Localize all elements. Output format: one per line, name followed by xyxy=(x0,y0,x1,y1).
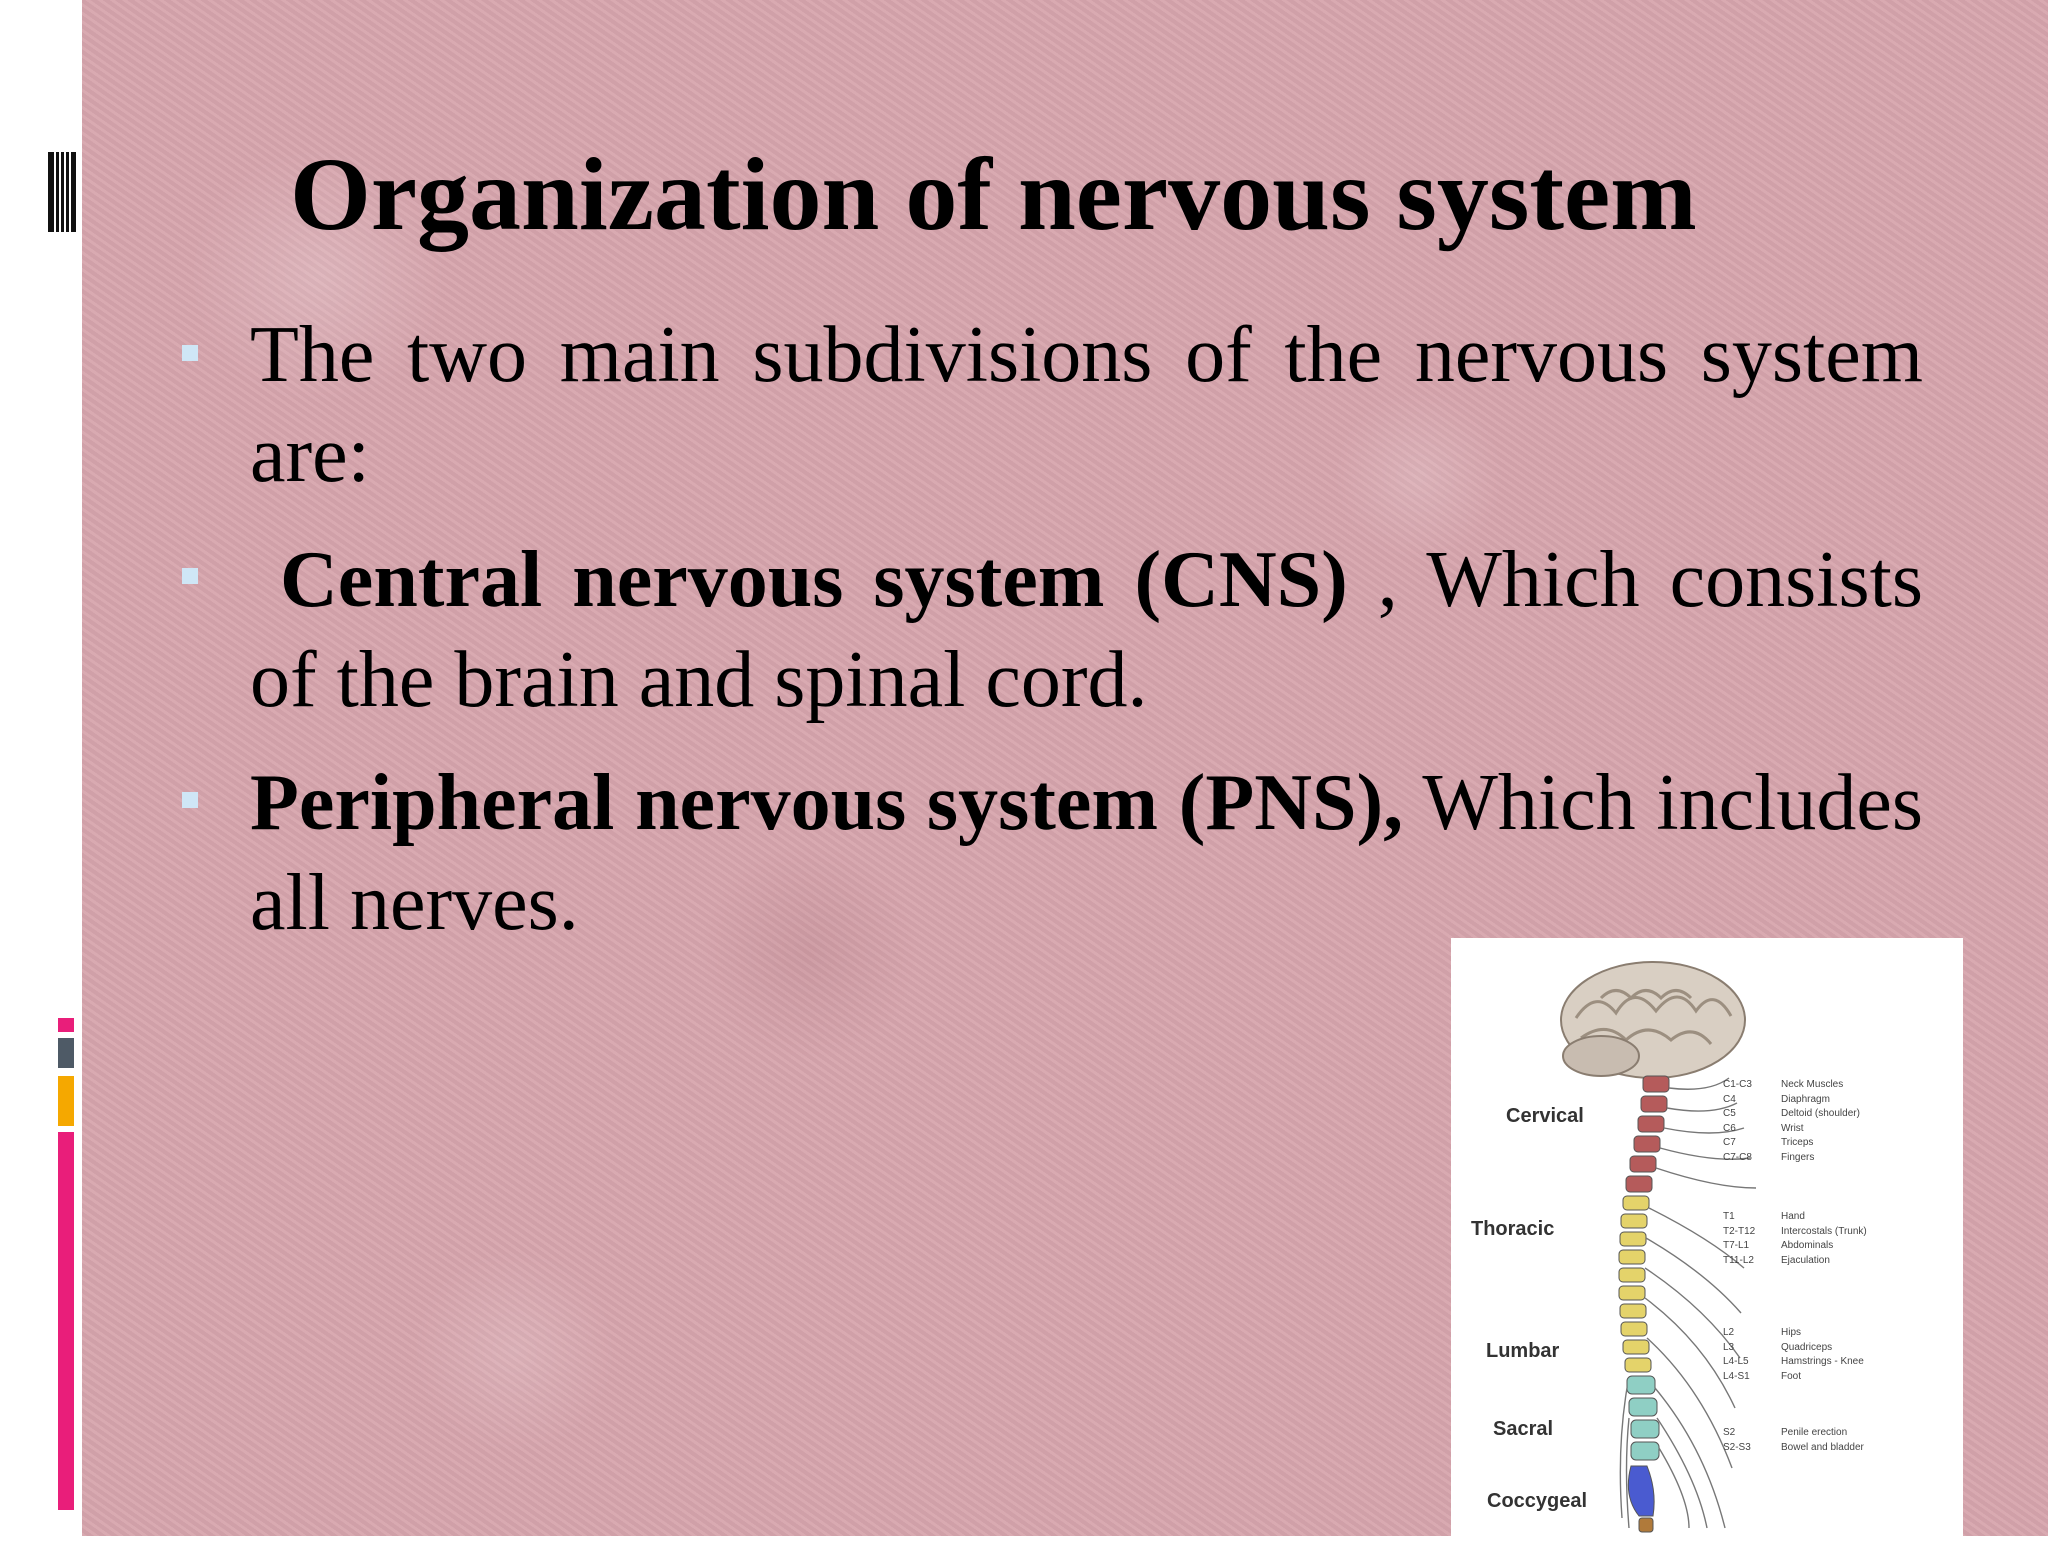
deco-stripe xyxy=(66,152,69,232)
bullet-marker xyxy=(182,345,198,361)
bullet-item-cns: Central nervous system (CNS) , Which con… xyxy=(250,530,1923,730)
slide-title: Organization of nervous system xyxy=(290,137,1697,252)
bullet-marker xyxy=(182,568,198,584)
accent-bar-slate xyxy=(58,1038,74,1068)
thoracic-levels: T1 T2-T12 T7-L1 T11-L2 xyxy=(1723,1211,1756,1266)
accent-bar-pink-small xyxy=(58,1018,74,1032)
cervical-functions: Neck Muscles Diaphragm Deltoid (shoulder… xyxy=(1781,1079,1860,1163)
deco-stripe xyxy=(71,152,76,232)
bullet-text: The two main subdivisions of the nervous… xyxy=(250,311,1923,499)
deco-stripe xyxy=(61,152,64,232)
region-label-coccygeal: Coccygeal xyxy=(1487,1490,1588,1512)
bullet-text: , Which consists of the brain and spinal… xyxy=(250,536,1924,724)
region-label-lumbar: Lumbar xyxy=(1486,1340,1560,1362)
bullet-marker xyxy=(182,792,198,808)
region-label-sacral: Sacral xyxy=(1493,1418,1554,1440)
bullet-bold-term: Central nervous system (CNS) xyxy=(280,536,1348,624)
bullet-text: Which includes all nerves. xyxy=(250,759,1924,947)
cervical-levels: C1-C3 C4 C5 C6 C7 C7-C8 xyxy=(1723,1079,1752,1163)
bullet-item-subdivisions: The two main subdivisions of the nervous… xyxy=(250,305,1923,505)
vertebrae xyxy=(1618,1075,1670,1533)
region-label-cervical: Cervical xyxy=(1506,1105,1584,1127)
spinal-cord-figure: Cervical Thoracic Lumbar Sacral Coccygea… xyxy=(1451,938,1963,1536)
bullet-item-pns: Peripheral nervous system (PNS), Which i… xyxy=(250,753,1923,953)
deco-stripe xyxy=(56,152,59,232)
thoracic-functions: Hand Intercostals (Trunk) Abdominals Eja… xyxy=(1781,1211,1867,1266)
slide-canvas xyxy=(82,0,2048,1536)
deco-stripe xyxy=(48,152,54,232)
region-label-thoracic: Thoracic xyxy=(1471,1218,1555,1240)
sacral-functions: Penile erection Bowel and bladder xyxy=(1781,1427,1864,1453)
lumbar-levels: L2 L3 L4-L5 L4-S1 xyxy=(1723,1327,1750,1382)
nerve-lines xyxy=(1619,1077,1757,1529)
sacral-levels: S2 S2-S3 xyxy=(1723,1427,1751,1453)
lumbar-functions: Hips Quadriceps Hamstrings - Knee Foot xyxy=(1781,1327,1864,1382)
accent-bar-pink xyxy=(58,1132,74,1510)
brain-spine-illustration xyxy=(1560,961,1757,1533)
accent-bar-orange xyxy=(58,1076,74,1126)
bullet-bold-term: Peripheral nervous system (PNS), xyxy=(250,759,1404,847)
left-decoration xyxy=(0,0,82,1536)
